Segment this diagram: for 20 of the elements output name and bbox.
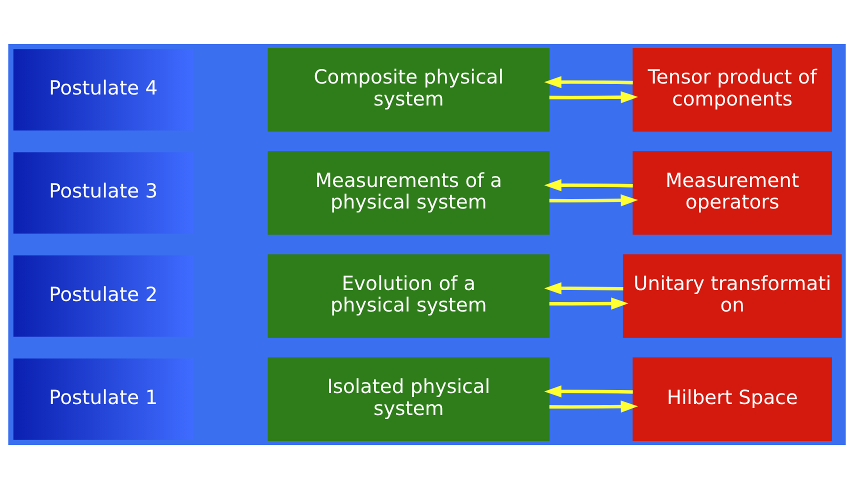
arrow (549, 297, 628, 310)
arrow (549, 194, 638, 206)
node-box: Postulate 3 (12, 150, 194, 234)
node-box: Measurement operators (632, 150, 832, 234)
arrow (544, 282, 624, 294)
arrow (544, 76, 633, 88)
node-box: Postulate 4 (12, 48, 194, 132)
node-box: Unitary transformati on (622, 254, 842, 338)
node-box: Postulate 2 (12, 254, 194, 338)
arrow (544, 384, 633, 397)
node-box: Measurements of a physical system (268, 150, 550, 234)
node-box: Postulate 1 (12, 356, 194, 440)
node-box: Evolution of a physical system (268, 254, 550, 338)
node-box: Tensor product of components (632, 48, 832, 132)
node-box: Hilbert Space (632, 356, 832, 440)
arrow (549, 90, 638, 103)
node-box: Composite physical system (268, 48, 550, 132)
arrow (544, 178, 633, 191)
node-box: Isolated physical system (268, 356, 550, 440)
arrow (549, 400, 638, 412)
